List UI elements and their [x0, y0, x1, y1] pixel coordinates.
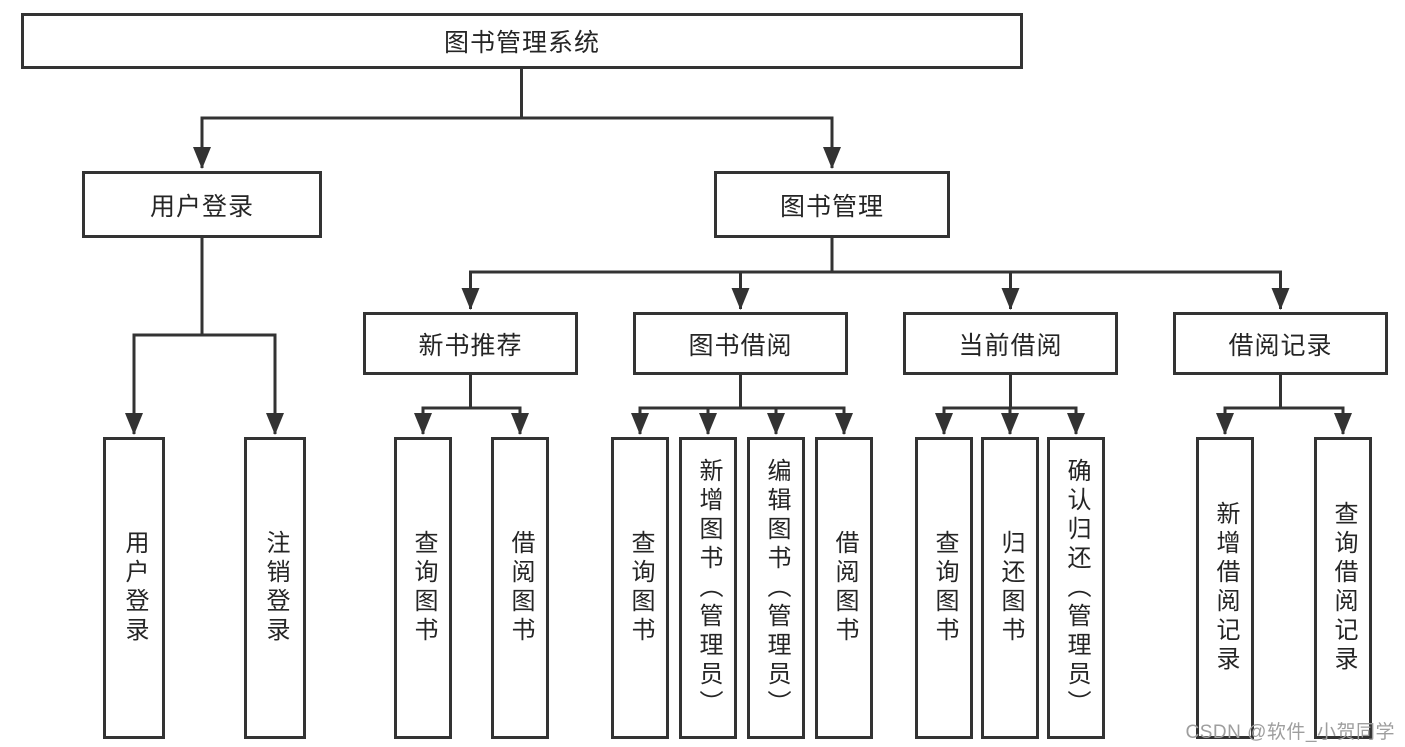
leaf-user-login: 用户登录 [103, 437, 165, 739]
leaf-logout: 注销登录 [244, 437, 306, 739]
node-label: 确认归还（管理员） [1063, 457, 1090, 719]
leaf-records-query-record: 查询借阅记录 [1314, 437, 1372, 739]
node-label: 查询借阅记录 [1330, 501, 1357, 675]
node-user-login: 用户登录 [82, 171, 322, 238]
node-label: 用户登录 [121, 530, 148, 646]
node-label: 归还图书 [997, 530, 1024, 646]
leaf-newbook-query-books: 查询图书 [394, 437, 452, 739]
node-label: 新书推荐 [418, 331, 523, 360]
node-label: 图书管理 [779, 192, 884, 221]
node-label: 查询图书 [931, 530, 958, 646]
node-current-borrowing: 当前借阅 [903, 312, 1118, 375]
leaf-borrowing-edit-book-admin: 编辑图书（管理员） [747, 437, 805, 739]
node-label: 借阅图书 [507, 530, 534, 646]
watermark: CSDN @软件_小贺同学 [1185, 722, 1395, 743]
node-label: 编辑图书（管理员） [763, 457, 790, 719]
leaf-records-add-record: 新增借阅记录 [1196, 437, 1254, 739]
node-label: 查询图书 [410, 530, 437, 646]
leaf-current-query-books: 查询图书 [915, 437, 973, 739]
node-label: 注销登录 [262, 530, 289, 646]
node-new-book-recommend: 新书推荐 [363, 312, 578, 375]
leaf-current-return-books: 归还图书 [981, 437, 1039, 739]
node-book-management: 图书管理 [714, 171, 950, 238]
node-label: 当前借阅 [958, 331, 1063, 360]
node-label: 图书管理系统 [443, 29, 600, 57]
node-borrow-records: 借阅记录 [1173, 312, 1388, 375]
node-label: 借阅记录 [1228, 331, 1333, 360]
leaf-newbook-borrow-books: 借阅图书 [491, 437, 549, 739]
node-label: 新增借阅记录 [1212, 501, 1239, 675]
leaf-borrowing-query-books: 查询图书 [611, 437, 669, 739]
leaf-borrowing-add-book-admin: 新增图书（管理员） [679, 437, 737, 739]
node-label: 查询图书 [627, 530, 654, 646]
leaf-current-confirm-return-admin: 确认归还（管理员） [1047, 437, 1105, 739]
node-label: 用户登录 [149, 192, 254, 221]
node-library-system: 图书管理系统 [21, 13, 1023, 69]
leaf-borrowing-borrow-books: 借阅图书 [815, 437, 873, 739]
node-label: 借阅图书 [831, 530, 858, 646]
node-label: 图书借阅 [688, 331, 793, 360]
node-book-borrowing: 图书借阅 [633, 312, 848, 375]
node-label: 新增图书（管理员） [695, 457, 722, 719]
